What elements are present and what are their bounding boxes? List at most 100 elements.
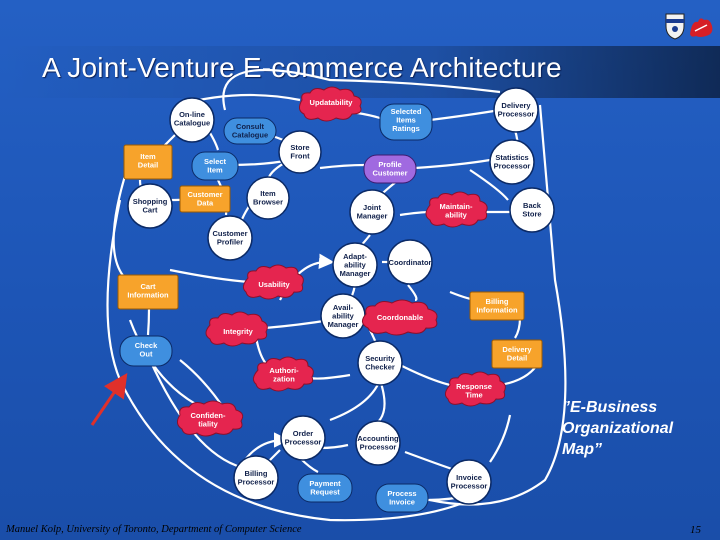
node-label-coordinator: Coordinator bbox=[389, 258, 432, 267]
softgoal-integrity bbox=[205, 311, 268, 347]
node-label-line: Cart bbox=[142, 206, 158, 215]
node-label-updatability: Updatability bbox=[310, 98, 354, 107]
node-label-line: Avail- bbox=[333, 303, 354, 312]
link bbox=[404, 450, 456, 472]
node-label-line: Invoice bbox=[456, 473, 482, 482]
university-crest-icon bbox=[665, 13, 685, 40]
softgoal-authorization bbox=[252, 356, 314, 392]
node-label-line: Store bbox=[290, 143, 309, 152]
actor-item-browser bbox=[246, 176, 290, 220]
link bbox=[429, 108, 501, 122]
resource-item-detail bbox=[123, 144, 173, 180]
node-label-line: Processor bbox=[498, 110, 535, 119]
link bbox=[377, 379, 386, 423]
node-label-line: Processor bbox=[494, 162, 531, 171]
node-label-line: Manager bbox=[340, 269, 371, 278]
node-label-line: Processor bbox=[451, 482, 488, 491]
node-label-line: Data bbox=[197, 199, 214, 208]
softgoal-response-time bbox=[444, 371, 506, 407]
node-label-line: Response bbox=[456, 382, 492, 391]
node-label-integrity: Integrity bbox=[223, 327, 253, 336]
map-caption: ”E-Business Organizational Map” bbox=[562, 399, 674, 458]
node-label-line: Coordonable bbox=[377, 313, 423, 322]
resource-customer-data bbox=[179, 185, 231, 213]
node-label-line: Items bbox=[396, 116, 416, 125]
link bbox=[264, 318, 331, 330]
actor-adaptability-manager bbox=[332, 242, 378, 288]
link bbox=[399, 364, 451, 387]
node-label-line: Updatability bbox=[310, 98, 354, 107]
node-label-coordonable: Coordonable bbox=[377, 313, 423, 322]
goal-check-out bbox=[119, 335, 173, 367]
link bbox=[414, 158, 491, 170]
node-label-line: Delivery bbox=[501, 101, 531, 110]
node-label-line: Shopping bbox=[133, 197, 168, 206]
actor-online-catalogue bbox=[169, 97, 215, 143]
softgoal-coordonable bbox=[362, 299, 438, 336]
node-label-line: Process bbox=[387, 489, 416, 498]
node-label-line: Detail bbox=[138, 161, 158, 170]
node-label-line: Item bbox=[140, 152, 156, 161]
node-label-line: Delivery bbox=[502, 345, 532, 354]
role-profile-customer bbox=[363, 154, 417, 184]
node-label-line: Front bbox=[290, 152, 310, 161]
actor-coordinator bbox=[387, 239, 433, 285]
node-label-line: Select bbox=[204, 157, 227, 166]
node-label-line: Detail bbox=[507, 354, 527, 363]
node-label-line: Adapt- bbox=[343, 252, 367, 261]
node-label-line: Coordinator bbox=[389, 258, 432, 267]
link bbox=[222, 68, 501, 111]
link bbox=[309, 373, 351, 380]
actor-security-checker bbox=[357, 340, 403, 386]
node-label-line: Item bbox=[260, 189, 276, 198]
node-label-line: On-line bbox=[179, 110, 205, 119]
node-label-line: Manager bbox=[328, 320, 359, 329]
resource-cart-information bbox=[117, 274, 179, 310]
node-label-line: Customer bbox=[212, 229, 247, 238]
node-label-line: Integrity bbox=[223, 327, 253, 336]
node-label-line: Processor bbox=[238, 478, 275, 487]
softgoals bbox=[176, 86, 506, 437]
node-label-line: Processor bbox=[285, 438, 322, 447]
link bbox=[106, 199, 471, 522]
node-label-line: Billing bbox=[245, 469, 268, 478]
actor-statistics-processor bbox=[489, 139, 535, 185]
actor-billing-processor bbox=[233, 455, 279, 501]
actor-invoice-processor bbox=[446, 459, 492, 505]
goal-select-item bbox=[191, 151, 239, 181]
node-label-line: Out bbox=[140, 350, 153, 359]
actor-store-front bbox=[278, 130, 322, 174]
node-label-line: Manager bbox=[357, 212, 388, 221]
title-bar bbox=[0, 46, 720, 98]
node-label-line: Security bbox=[365, 354, 395, 363]
goal-payment-request bbox=[297, 473, 353, 503]
node-label-line: Consult bbox=[236, 122, 264, 131]
actor-back-store bbox=[509, 187, 555, 233]
resources bbox=[117, 144, 543, 369]
link bbox=[169, 268, 251, 284]
node-label-line: Cart bbox=[140, 282, 156, 291]
link bbox=[407, 284, 418, 302]
node-label-line: Selected bbox=[391, 107, 422, 116]
actor-delivery-processor bbox=[493, 87, 539, 133]
resource-delivery-detail bbox=[491, 339, 543, 369]
node-label-line: Maintain- bbox=[440, 202, 473, 211]
node-label-line: ability bbox=[344, 261, 367, 270]
